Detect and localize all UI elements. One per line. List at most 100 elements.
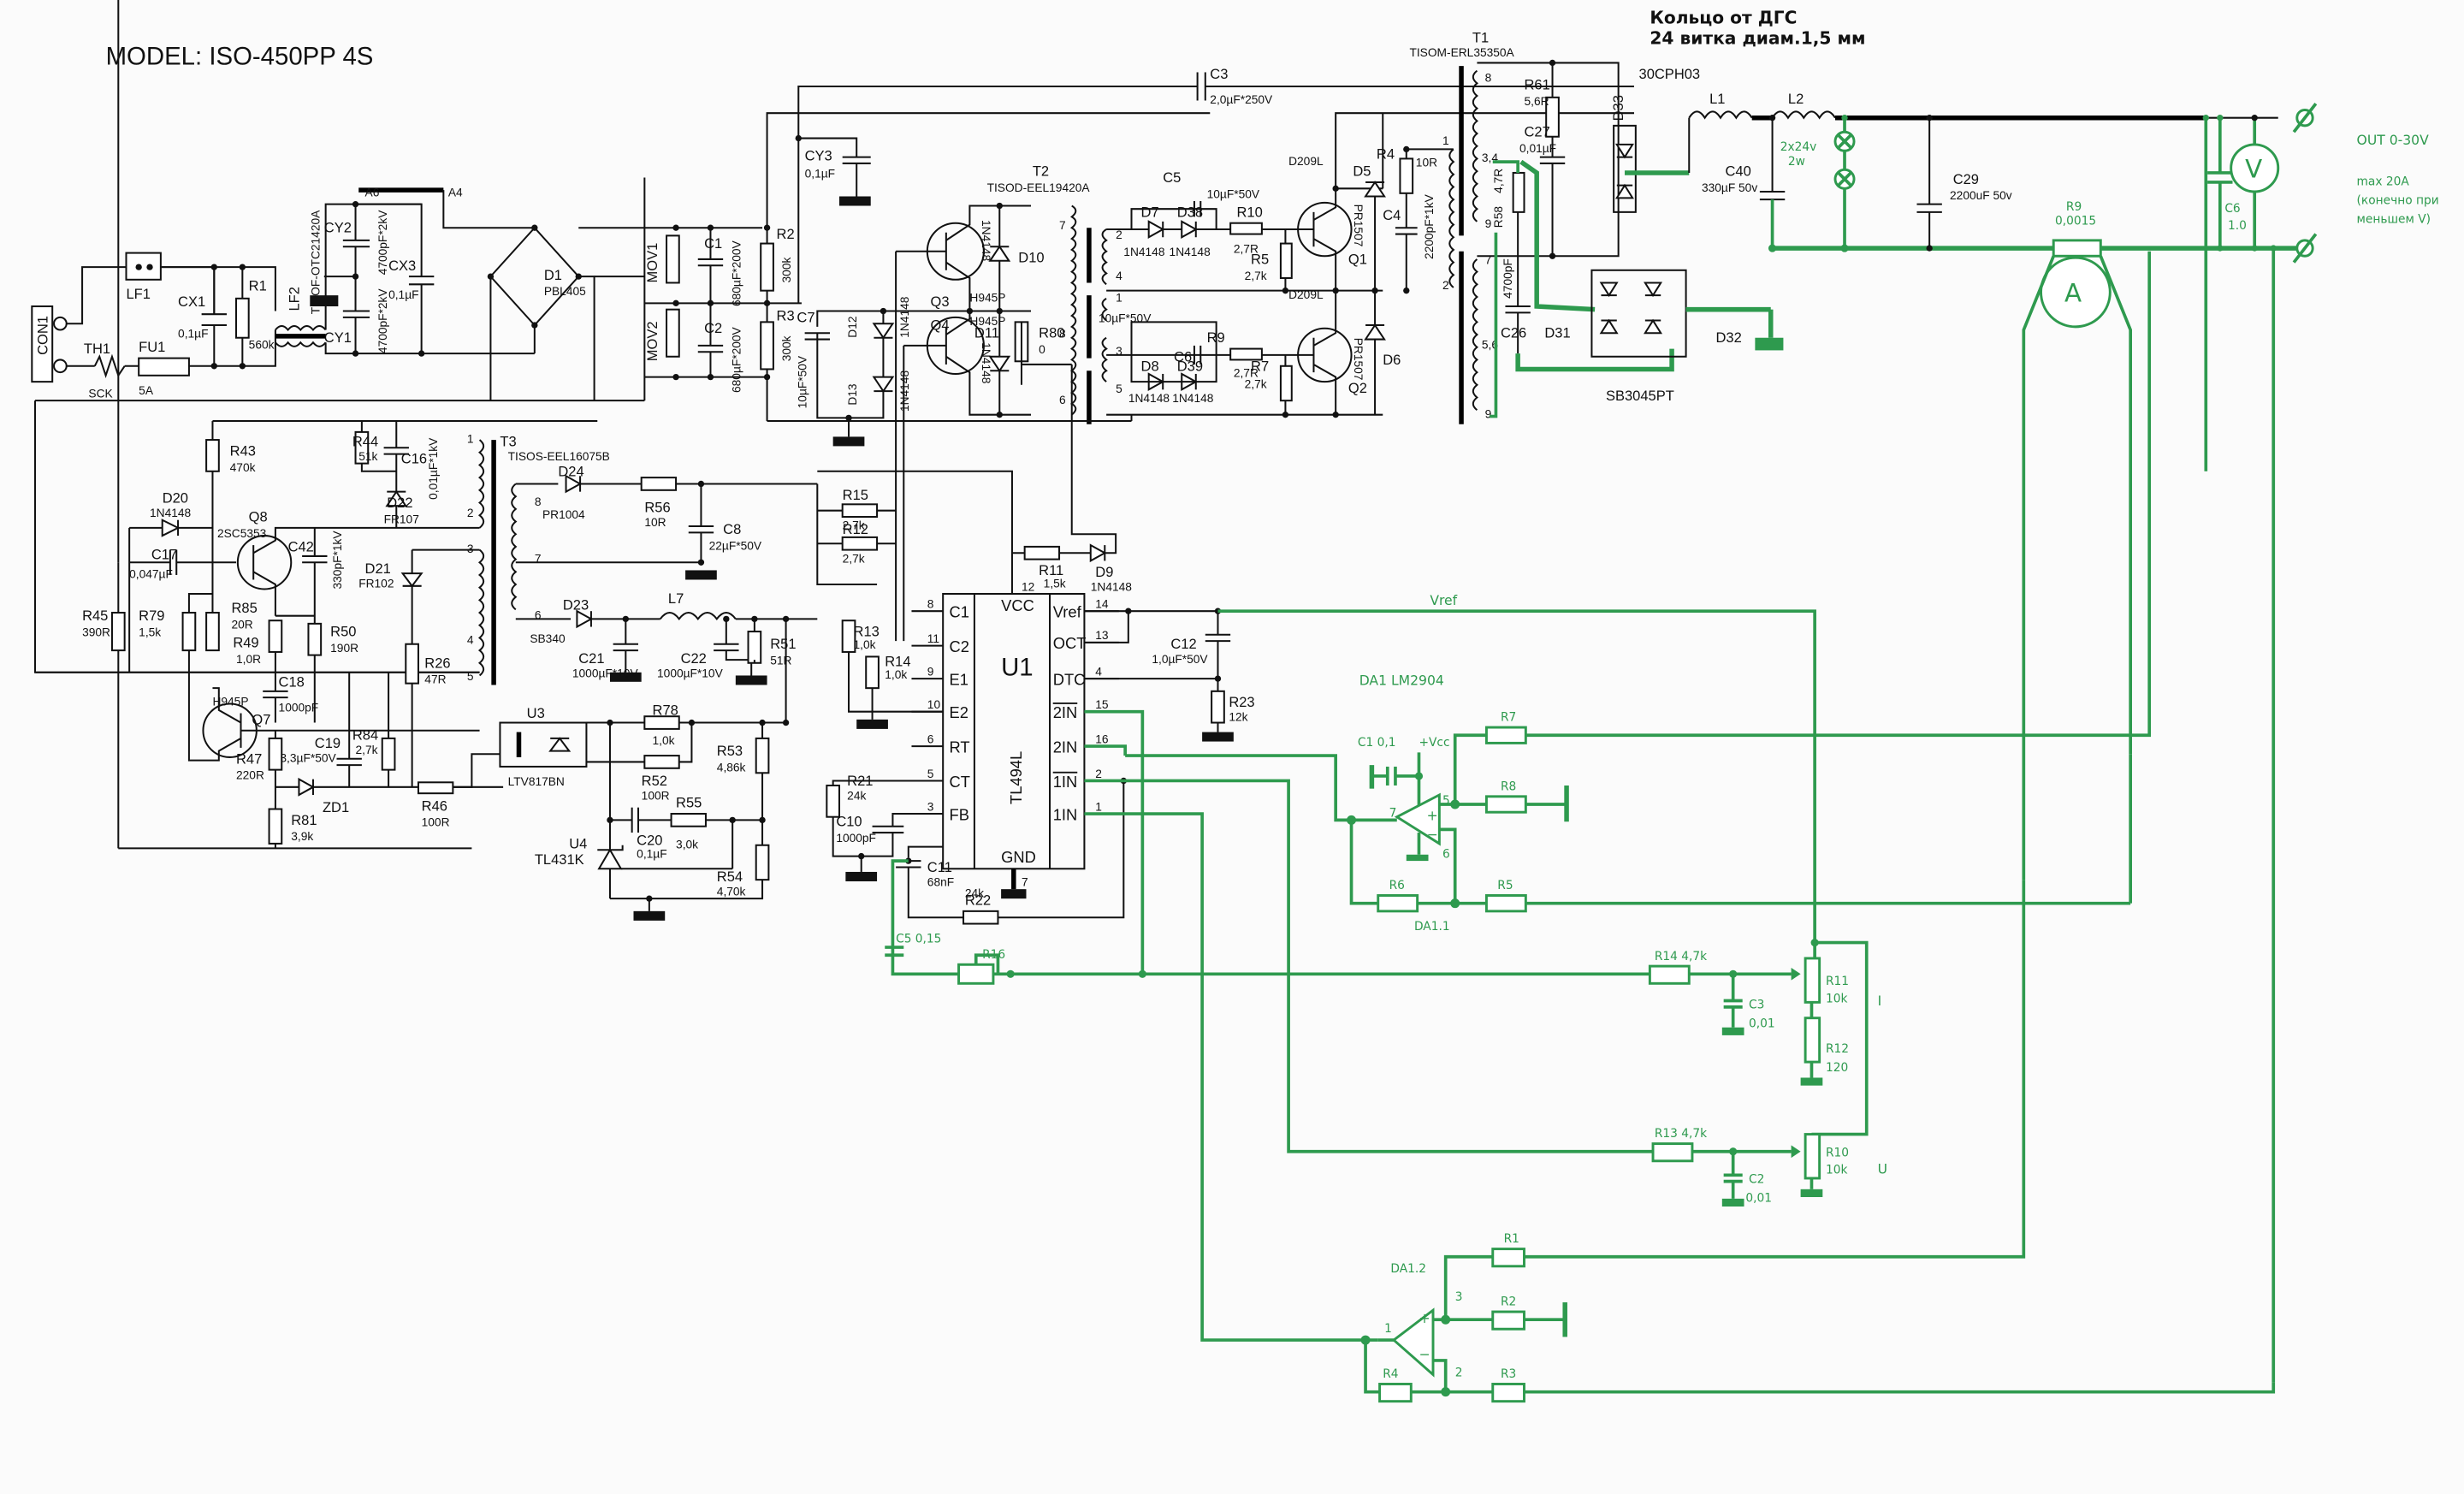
cx3-value: 0,1µF	[388, 288, 418, 301]
r1-value: 560k	[249, 339, 275, 352]
r22-label: R22	[965, 892, 991, 909]
c16-value: 0,01µF*1kV	[427, 437, 440, 500]
c22-label: C22	[681, 650, 707, 667]
q4-label: Q4	[930, 317, 949, 334]
d21-value: FR102	[358, 578, 394, 590]
l1-label: L1	[1709, 91, 1725, 107]
c20-value: 0,1µF	[637, 847, 666, 860]
d8-label: D8	[1141, 358, 1159, 374]
r14-value: 1,0k	[885, 668, 907, 681]
r2-resistor	[760, 242, 774, 292]
r9-shunt-value: 0,0015	[2055, 215, 2096, 228]
mod-r12-value: 120	[1826, 1061, 1848, 1075]
r58-label: R58	[1492, 206, 1505, 228]
r21-resistor	[826, 784, 841, 818]
ground-symbol	[310, 295, 339, 307]
d20-label: D20	[163, 490, 188, 507]
mod-r8-label: R8	[1501, 780, 1516, 793]
r45-label: R45	[82, 608, 108, 624]
d9-label: D9	[1095, 564, 1113, 580]
u1-pin-number: 14	[1095, 598, 1109, 611]
d1-bridge-rectifier	[489, 226, 580, 327]
c11-label: C11	[927, 859, 952, 875]
mod-r10-potentiometer[interactable]	[1804, 1133, 1821, 1180]
q2-label: Q2	[1348, 380, 1367, 396]
r15-value: 2,7k	[843, 519, 865, 532]
svg-text:−: −	[1419, 1347, 1430, 1362]
r2-value: 300k	[780, 258, 793, 283]
mod-r16-trimmer	[957, 963, 995, 985]
c2-value: 680µF*200V	[730, 326, 743, 393]
r1-label: R1	[249, 278, 267, 294]
output-terminal-positive[interactable]	[2292, 103, 2318, 133]
r46-value: 100R	[422, 816, 450, 829]
c27-value: 0,01µF	[1519, 142, 1556, 155]
t1-pin-label: 8	[1485, 71, 1492, 84]
r50-label: R50	[330, 624, 356, 640]
r9-shunt	[2052, 239, 2102, 258]
mod-c3-value: 0,01	[1749, 1017, 1775, 1031]
u1-pin-number: 10	[927, 698, 941, 711]
c29-label: C29	[1953, 171, 1979, 187]
r81-value: 3,9k	[291, 830, 313, 843]
r4-resistor	[1399, 157, 1414, 194]
r9-label: R9	[1207, 329, 1225, 346]
d39-label: D39	[1177, 358, 1203, 374]
u1-pin-name: 2IN	[1053, 703, 1078, 721]
vcc-label: +Vcc	[1419, 736, 1449, 750]
l2-label: L2	[1788, 91, 1804, 107]
r81-label: R81	[291, 812, 317, 828]
l7-inductor	[659, 612, 737, 621]
mod-r3-resistor	[1491, 1383, 1525, 1403]
c8-label: C8	[723, 521, 741, 537]
r13-value: 1,0k	[854, 638, 876, 651]
pin-vcc-num: 12	[1022, 580, 1034, 593]
mod-r13-label: R13 4,7k	[1655, 1127, 1707, 1141]
t2-part: TISOD-EEL19420A	[987, 181, 1091, 194]
mov1-varistor	[666, 234, 680, 284]
u1-pin-number: 8	[927, 598, 934, 611]
r79-resistor	[181, 612, 197, 652]
u1-pin-number: 15	[1095, 698, 1109, 711]
t1-pin-label: 9	[1485, 217, 1492, 230]
r45-resistor	[110, 612, 126, 652]
d6-label: D6	[1383, 352, 1401, 368]
svg-text:7: 7	[1059, 219, 1066, 232]
u1-pin-number: 4	[1095, 665, 1102, 678]
q3-value: H945P	[969, 292, 1005, 305]
r12-resistor	[841, 536, 879, 551]
d24-label: D24	[558, 463, 583, 479]
cx1-label: CX1	[178, 293, 205, 310]
d20-value: 1N4148	[150, 507, 192, 519]
u1-pin-number: 3	[927, 800, 934, 813]
output-terminal-negative[interactable]	[2292, 233, 2318, 264]
r47-value: 220R	[236, 769, 264, 782]
r1-resistor	[234, 297, 250, 339]
u1-pin-name: 1IN	[1053, 773, 1078, 791]
r56-resistor	[640, 477, 678, 491]
r84-label: R84	[352, 727, 378, 744]
a6-label: A6	[365, 186, 380, 199]
mod-r16-label: R16	[982, 948, 1005, 962]
r7-value: 2,7k	[1245, 377, 1267, 390]
mod-r11-label: R11	[1826, 975, 1849, 988]
c1-label: C1	[704, 235, 722, 252]
da12-pin3: 3	[1455, 1290, 1463, 1304]
mod-r11-potentiometer[interactable]	[1804, 957, 1821, 1004]
d38-value: 1N4148	[1170, 246, 1211, 258]
u1-pin-name: E2	[950, 703, 968, 721]
q1-value: D209L	[1288, 155, 1324, 168]
note-line-1: Кольцо от ДГС	[1650, 8, 1797, 28]
r3-label: R3	[777, 308, 795, 324]
t1-secondary-upper	[1472, 69, 1479, 222]
r23-label: R23	[1229, 694, 1254, 710]
c7-label: C7	[797, 309, 814, 325]
mod-r10-label: R10	[1826, 1146, 1849, 1159]
u1-pin-number: 9	[927, 665, 934, 678]
d7-value: 1N4148	[1123, 246, 1165, 258]
d12-label: D12	[846, 316, 859, 337]
d31-label: D31	[1544, 325, 1570, 341]
r78-label: R78	[653, 702, 678, 718]
d11-label: D11	[974, 325, 999, 341]
